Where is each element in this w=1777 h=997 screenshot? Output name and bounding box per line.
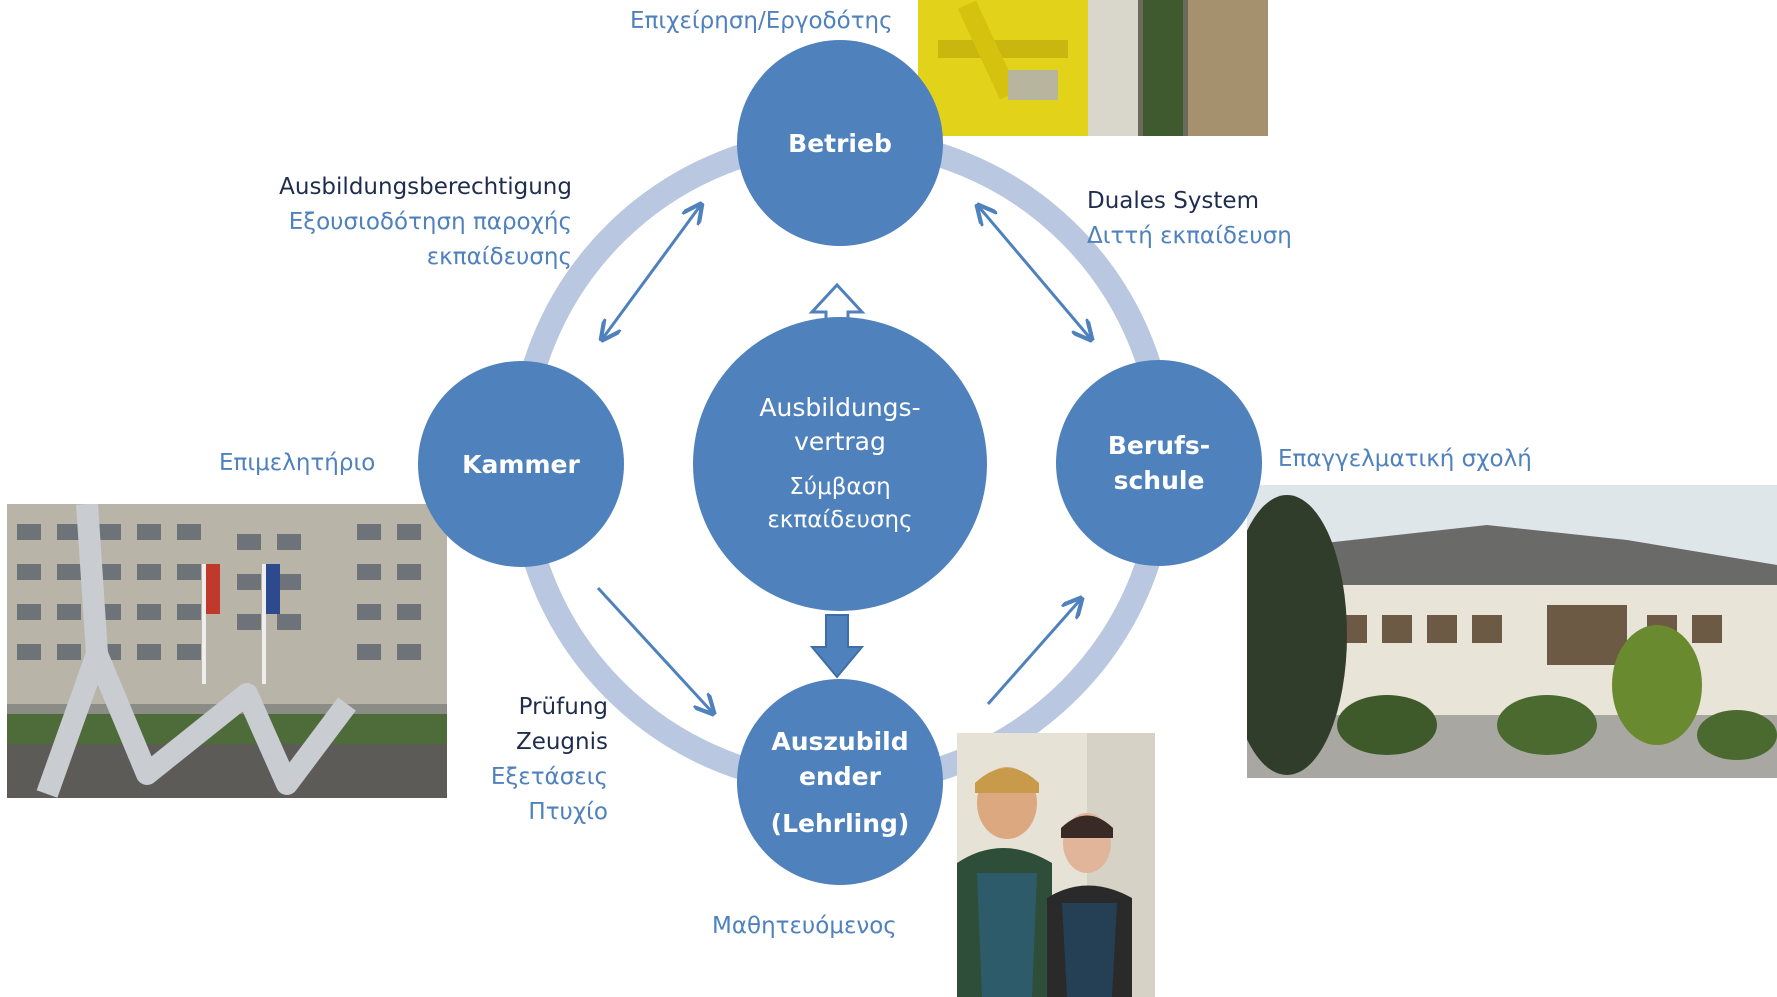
label-betrieb-greek: Επιχείρηση/Εργοδότης xyxy=(630,8,893,34)
chamber-building-photo xyxy=(7,504,447,798)
label-ausbildungsberechtigung: Ausbildungsberechtigung Εξουσιοδότηση πα… xyxy=(279,170,572,275)
label-duales-system: Duales System Διττή εκπαίδευση xyxy=(1087,184,1292,254)
node-vertrag-label-1: Ausbildungs- xyxy=(759,393,921,422)
label-kammer-greek: Επιμελητήριο xyxy=(219,450,376,476)
label-pruefung: Prüfung Zeugnis Εξετάσεις Πτυχίο xyxy=(491,690,608,830)
label-berufsschule-greek: Επαγγελματική σχολή xyxy=(1278,446,1532,472)
label-pruefung-de: Prüfung xyxy=(518,694,608,720)
node-betrieb-label: Betrieb xyxy=(788,128,892,158)
node-berufsschule-label-1: Berufs- xyxy=(1107,431,1211,460)
node-kammer-label: Kammer xyxy=(462,449,580,479)
label-pruefung-greek: Εξετάσεις xyxy=(490,764,608,790)
node-auszubildender: Auszubild ender (Lehrling) xyxy=(737,679,943,885)
node-betrieb: Betrieb xyxy=(737,40,943,246)
label-ausbildungsberechtigung-greek-2: εκπαίδευσης xyxy=(426,244,572,270)
node-auszubildender-label-3: (Lehrling) xyxy=(770,808,910,838)
arrow-kammer-auszubildender xyxy=(596,586,712,712)
node-vertrag-greek-1: Σύμβαση xyxy=(789,474,891,500)
node-berufsschule-label-2: schule xyxy=(1113,466,1205,495)
label-ausbildungsberechtigung-greek-1: Εξουσιοδότηση παροχής xyxy=(288,209,572,235)
label-auszubildender-greek: Μαθητευόμενος xyxy=(712,913,897,939)
vocational-school-photo xyxy=(1247,485,1777,778)
node-auszubildender-label-1: Auszubild xyxy=(771,726,909,756)
node-auszubildender-label-2: ender xyxy=(799,761,881,791)
arrow-auszubildender-berufsschule xyxy=(986,600,1080,705)
label-zeugnis-greek: Πτυχίο xyxy=(528,799,608,825)
block-arrow-down xyxy=(809,614,865,679)
node-vertrag-label-2: vertrag xyxy=(794,427,886,456)
node-kammer: Kammer xyxy=(418,361,624,567)
node-vertrag-greek-2: εκπαίδευσης xyxy=(767,507,913,533)
label-zeugnis-de: Zeugnis xyxy=(515,729,608,755)
label-duales-system-greek: Διττή εκπαίδευση xyxy=(1087,223,1292,249)
node-berufsschule: Berufs- schule xyxy=(1056,360,1262,566)
apprentices-photo xyxy=(957,733,1155,997)
node-ausbildungsvertrag: Ausbildungs- vertrag Σύμβαση εκπαίδευσης xyxy=(693,317,987,611)
arrow-kammer-betrieb xyxy=(603,206,700,338)
label-ausbildungsberechtigung-de: Ausbildungsberechtigung xyxy=(279,174,572,200)
arrow-betrieb-berufsschule xyxy=(979,207,1090,338)
company-workers-photo xyxy=(918,0,1268,136)
label-duales-system-de: Duales System xyxy=(1087,188,1259,214)
